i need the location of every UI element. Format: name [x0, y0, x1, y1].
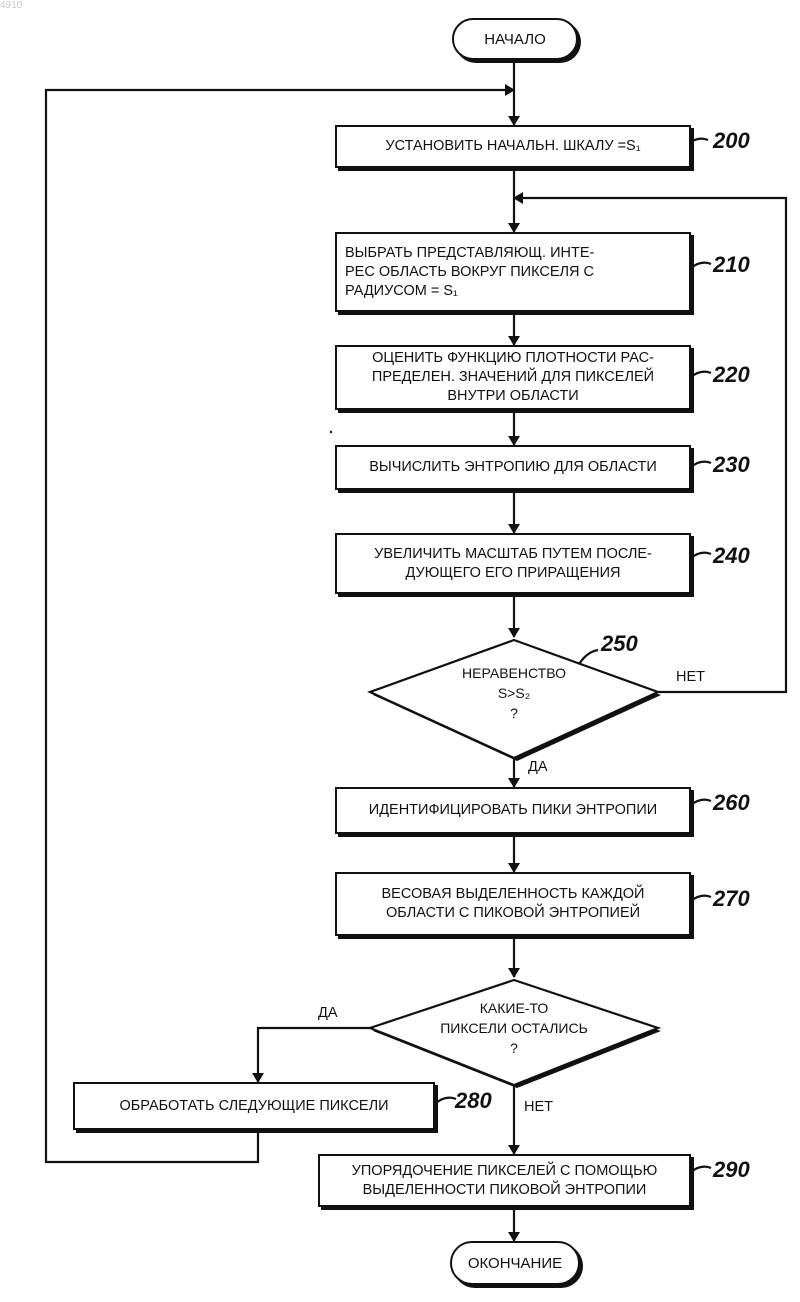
step-260-box: ИДЕНТИФИЦИРОВАТЬ ПИКИ ЭНТРОПИИ [335, 787, 691, 834]
decision-275-line-2: ПИКСЕЛИ ОСТАЛИСЬ [424, 1018, 604, 1038]
step-270-ref: 270 [713, 888, 750, 910]
step-210-ref: 210 [713, 254, 750, 276]
step-200-box: УСТАНОВИТЬ НАЧАЛЬН. ШКАЛУ =S₁ [335, 125, 691, 168]
step-210-line-2: РЕС ОБЛАСТЬ ВОКРУГ ПИКСЕЛЯ С [345, 263, 594, 282]
decision-250-line-3: ? [424, 703, 604, 723]
step-290-line-1: УПОРЯДОЧЕНИЕ ПИКСЕЛЕЙ С ПОМОЩЬЮ [352, 1162, 658, 1181]
decision-250-line-1: НЕРАВЕНСТВО [424, 663, 604, 683]
step-290-box: УПОРЯДОЧЕНИЕ ПИКСЕЛЕЙ С ПОМОЩЬЮ ВЫДЕЛЕНН… [318, 1154, 691, 1207]
step-290-ref: 290 [713, 1159, 750, 1181]
step-240-line-1: УВЕЛИЧИТЬ МАСШТАБ ПУТЕМ ПОСЛЕ- [374, 545, 652, 564]
step-200-line: УСТАНОВИТЬ НАЧАЛЬН. ШКАЛУ =S₁ [385, 137, 640, 156]
decision-250-yes-label: ДА [528, 758, 548, 776]
step-210-line-3: РАДИУСОМ = S₁ [345, 282, 594, 301]
end-label: ОКОНЧАНИЕ [468, 1255, 562, 1272]
end-terminal: ОКОНЧАНИЕ [450, 1241, 580, 1285]
step-240-line-2: ДУЮЩЕГО ЕГО ПРИРАЩЕНИЯ [374, 564, 652, 583]
decision-275-text: КАКИЕ-ТО ПИКСЕЛИ ОСТАЛИСЬ ? [424, 998, 604, 1058]
step-240-ref: 240 [713, 545, 750, 567]
decision-250-text: НЕРАВЕНСТВО S>S₂ ? [424, 663, 604, 723]
step-200-ref: 200 [713, 130, 750, 152]
step-280-box: ОБРАБОТАТЬ СЛЕДУЮЩИЕ ПИКСЕЛИ [73, 1082, 435, 1130]
decision-275-line-1: КАКИЕ-ТО [424, 998, 604, 1018]
step-280-ref: 280 [455, 1090, 492, 1112]
stray-dot [330, 431, 332, 433]
step-230-line: ВЫЧИСЛИТЬ ЭНТРОПИЮ ДЛЯ ОБЛАСТИ [369, 458, 657, 477]
step-220-box: ОЦЕНИТЬ ФУНКЦИЮ ПЛОТНОСТИ РАС- ПРЕДЕЛЕН.… [335, 345, 691, 410]
step-280-line: ОБРАБОТАТЬ СЛЕДУЮЩИЕ ПИКСЕЛИ [119, 1097, 388, 1116]
decision-275-yes-label: ДА [318, 1004, 338, 1022]
step-260-ref: 260 [713, 792, 750, 814]
step-220-line-3: ВНУТРИ ОБЛАСТИ [372, 387, 654, 406]
step-220-line-2: ПРЕДЕЛЕН. ЗНАЧЕНИЙ ДЛЯ ПИКСЕЛЕЙ [372, 368, 654, 387]
decision-250-ref: 250 [601, 633, 638, 655]
arrow-275-yes [258, 1028, 370, 1082]
decision-275-line-3: ? [424, 1038, 604, 1058]
step-230-box: ВЫЧИСЛИТЬ ЭНТРОПИЮ ДЛЯ ОБЛАСТИ [335, 445, 691, 490]
step-210-line-1: ВЫБРАТЬ ПРЕДСТАВЛЯЮЩ. ИНТЕ- [345, 244, 594, 263]
step-270-box: ВЕСОВАЯ ВЫДЕЛЕННОСТЬ КАЖДОЙ ОБЛАСТИ С ПИ… [335, 872, 691, 936]
corner-number: 4910 [0, 0, 22, 11]
step-270-line-2: ОБЛАСТИ С ПИКОВОЙ ЭНТРОПИЕЙ [382, 904, 645, 923]
step-230-ref: 230 [713, 454, 750, 476]
step-210-box: ВЫБРАТЬ ПРЕДСТАВЛЯЮЩ. ИНТЕ- РЕС ОБЛАСТЬ … [335, 232, 691, 312]
decision-250-line-2: S>S₂ [424, 683, 604, 703]
decision-275-no-label: НЕТ [524, 1098, 553, 1116]
step-220-line-1: ОЦЕНИТЬ ФУНКЦИЮ ПЛОТНОСТИ РАС- [372, 349, 654, 368]
step-290-line-2: ВЫДЕЛЕННОСТИ ПИКОВОЙ ЭНТРОПИИ [352, 1181, 658, 1200]
decision-250-no-label: НЕТ [676, 668, 705, 686]
start-label: НАЧАЛО [484, 31, 546, 48]
step-220-ref: 220 [713, 364, 750, 386]
step-270-line-1: ВЕСОВАЯ ВЫДЕЛЕННОСТЬ КАЖДОЙ [382, 885, 645, 904]
step-240-box: УВЕЛИЧИТЬ МАСШТАБ ПУТЕМ ПОСЛЕ- ДУЮЩЕГО Е… [335, 533, 691, 594]
start-terminal: НАЧАЛО [452, 18, 578, 60]
step-260-line: ИДЕНТИФИЦИРОВАТЬ ПИКИ ЭНТРОПИИ [369, 801, 657, 820]
